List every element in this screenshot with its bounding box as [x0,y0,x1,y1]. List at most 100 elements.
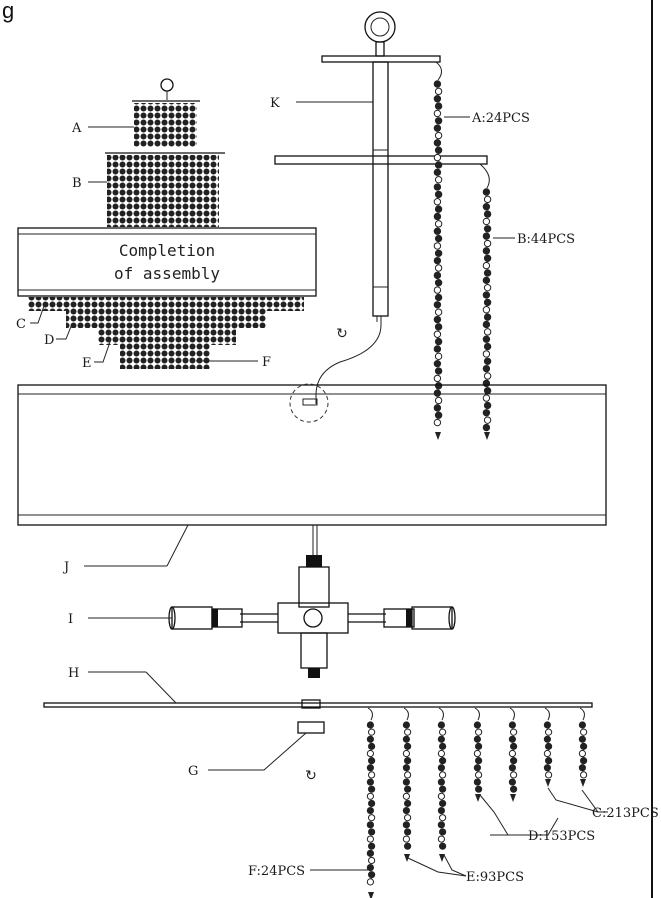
chain-c-bead [545,771,553,779]
chain-a-bead [434,220,443,228]
chain-b-bead [482,247,491,255]
chain-f-bead [366,735,374,743]
chain-a-bead [433,153,442,162]
chain-d-bead [475,771,483,779]
ring-h: H [43,666,593,709]
chain-e-bead [402,778,410,786]
chain-d-bead [475,728,483,736]
chain-a-bead [433,301,442,309]
chain-b-bead [483,416,492,424]
chain-e-bead [404,814,412,822]
chain-c-hook [544,707,550,721]
chain-b-bead [482,261,491,270]
chain-c-bead [578,764,587,772]
chain-e-bead [439,757,447,765]
chain-d-bead [508,735,517,743]
chain-c-count: C:213PCS [592,806,659,821]
chain-a-bead [433,124,442,132]
chain-a-bead [434,102,443,110]
chain-a-bead [433,286,442,294]
chain-e-bead [439,742,447,750]
chains-bottom [366,707,588,898]
chain-a-bead [433,345,442,353]
nut-g: G ↻ [188,721,325,784]
chain-c-bead [578,735,587,743]
chain-f-bead [368,771,376,779]
chain-a-drop [435,432,441,440]
chain-a-bead [433,139,442,147]
shade-j: J [17,383,607,575]
chain-a-bead [433,374,442,383]
chain-a-bead [433,389,442,397]
chain-c-drop [580,779,586,787]
chain-d-bead [509,771,518,779]
chain-e-count: E:93PCS [466,870,524,885]
chain-d-bead [475,742,483,750]
chain-a-bead [434,367,443,375]
chain-f-bead [368,814,376,822]
chain-b-bead [482,306,491,314]
chain-b-bead [483,401,492,410]
chain-e-bead [404,799,412,808]
chain-d-bead [508,764,517,772]
chain-f-bead [366,835,374,843]
chain-f-bead [368,856,376,865]
chain-a-bead [433,330,442,338]
chain-d-bead [508,778,517,786]
chain-b-bead [483,328,492,336]
chain-f-bead [368,728,376,736]
chain-f-bead [366,764,374,772]
chain-a-bead [433,359,442,368]
tier-d-beads [66,311,266,328]
chain-a-bead [434,234,443,243]
chain-a-bead [433,227,442,235]
chain-a-bead [434,249,443,257]
chain-b-bead [482,394,491,402]
chain-f-bead [366,721,374,729]
chain-f-bead [368,871,376,879]
chain-e-bead [404,742,412,750]
chain-b-bead [482,364,491,373]
chain-f-bead [366,864,374,872]
caption-line-2: of assembly [114,264,220,283]
chain-a-count: A:24PCS [471,111,530,126]
chain-d-hook [474,707,480,721]
label-h: H [68,666,79,681]
chain-a-bead [433,256,442,265]
chain-a-bead [433,418,442,427]
chain-d-bead [473,764,481,772]
chain-a-bead [433,183,442,191]
label-f: F [262,355,271,370]
label-k: K [270,96,280,111]
chain-b-bead [482,291,491,299]
chain-b-bead [483,357,492,365]
tier-b-beads [107,155,219,227]
chain-e-bead [437,721,445,729]
chain-a-bead [434,308,443,316]
chain-a-bead [433,198,442,206]
chain-a-bead [434,337,443,346]
chain-a-bead [433,80,442,88]
chain-e-bead [402,835,410,843]
chain-d-count: D:153PCS [528,829,595,844]
rotate-arrow-icon: ↻ [305,768,317,784]
frame-k: K ↻ [270,11,488,404]
label-a: A [71,121,82,136]
chain-a-bead [434,161,443,169]
tier-c-beads [28,297,304,311]
chain-e-bead [404,771,412,779]
chain-c-bead [543,764,552,772]
chain-c-bead [543,721,552,729]
chain-e-bead [402,821,410,829]
chain-c-hook [579,707,585,721]
tier-e-beads [98,328,236,345]
chain-b-bead [483,225,492,233]
chain-c-bead [543,735,552,743]
label-j: J [62,560,69,575]
chain-a-bead [434,146,443,154]
tier-f-beads [120,345,210,369]
chain-e-bead [402,735,410,743]
chain-b-bead [482,188,491,196]
chain-a-bead [434,279,443,287]
chain-e-drop [404,854,410,862]
